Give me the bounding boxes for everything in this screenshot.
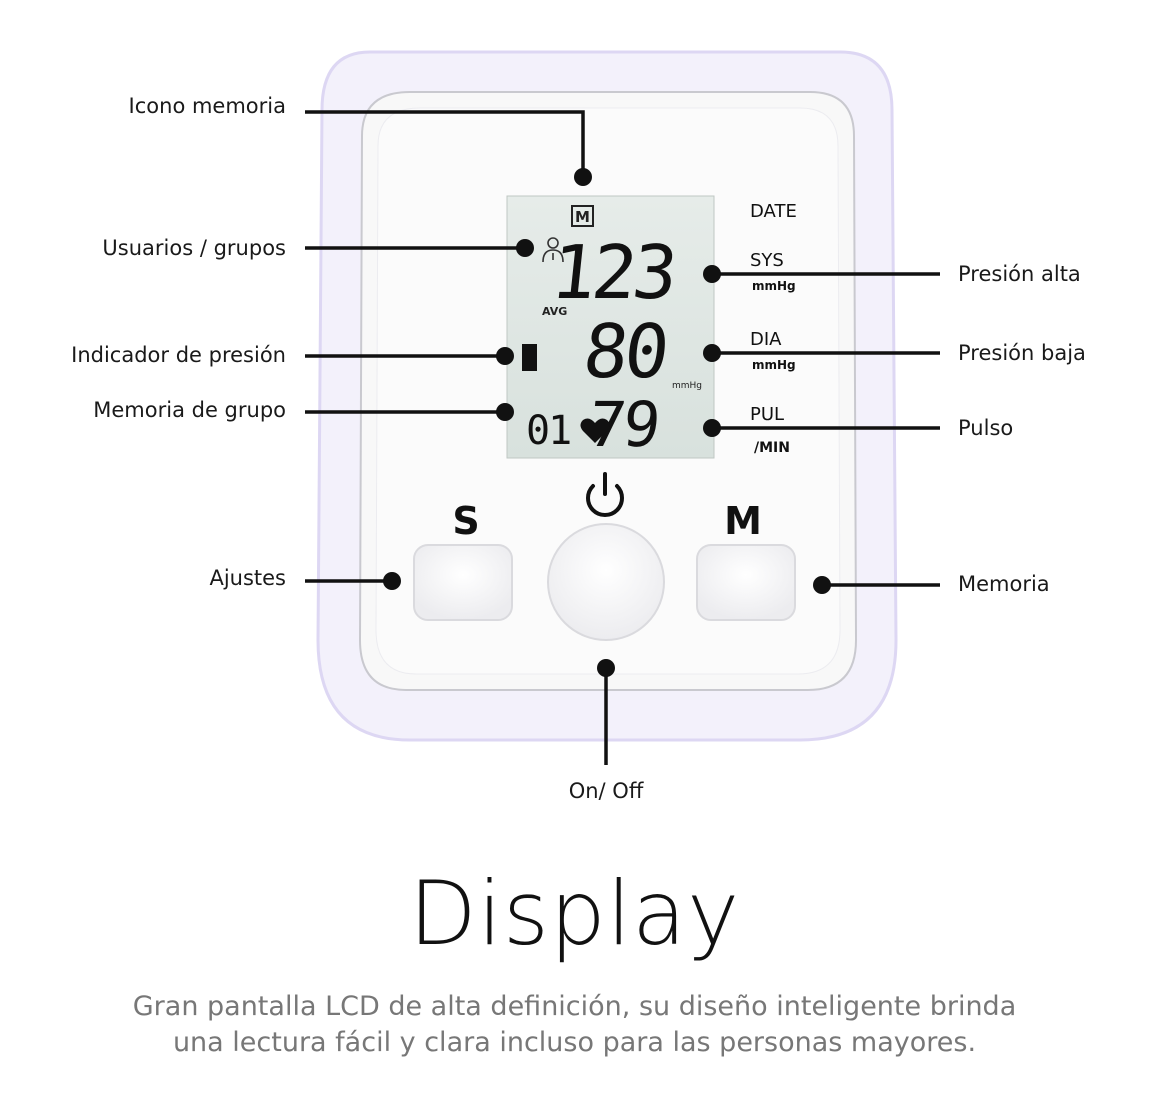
- callout-dots: [383, 168, 831, 677]
- sys-unit-label: mmHg: [752, 279, 796, 293]
- pul-label: PUL: [750, 404, 784, 425]
- dia-unit-label: mmHg: [752, 358, 796, 372]
- callout-presion-alta: Presión alta: [958, 262, 1081, 286]
- date-label: DATE: [750, 201, 797, 222]
- callout-memoria: Memoria: [958, 572, 1050, 596]
- heart-icon: [580, 418, 610, 443]
- pressure-indicator-bar: [522, 344, 537, 371]
- avg-indicator: AVG: [542, 305, 567, 318]
- callout-memoria-grupo: Memoria de grupo: [93, 398, 286, 422]
- callout-pulso: Pulso: [958, 416, 1014, 440]
- description-line-1: Gran pantalla LCD de alta definición, su…: [132, 991, 1017, 1022]
- sys-label: SYS: [750, 250, 784, 271]
- memory-badge: M: [575, 208, 590, 226]
- user-icon: [542, 237, 564, 263]
- callout-usuarios-grupos: Usuarios / grupos: [102, 236, 286, 260]
- callout-presion-baja: Presión baja: [958, 341, 1086, 365]
- callout-indicador-presion: Indicador de presión: [71, 343, 286, 367]
- callout-on-off: On/ Off: [568, 779, 644, 803]
- dia-label: DIA: [750, 329, 782, 350]
- m-button[interactable]: [696, 544, 796, 621]
- power-button[interactable]: [547, 523, 665, 641]
- device-illustration: M AVG 123 80 mmHg 79 01 DATE SYS mmHg DI…: [305, 50, 940, 765]
- callout-icono-memoria: Icono memoria: [128, 94, 286, 118]
- lcd-screen: [506, 195, 715, 459]
- page-heading: Display: [408, 862, 741, 965]
- m-button-label: M: [724, 499, 762, 543]
- description-line-2: una lectura fácil y clara incluso para l…: [172, 1027, 977, 1058]
- lcd-unit-mmhg: mmHg: [672, 381, 702, 391]
- callout-lines: [305, 110, 940, 765]
- systolic-readout: 123: [547, 230, 678, 316]
- memory-badge-frame: [571, 205, 594, 227]
- callout-ajustes: Ajustes: [209, 566, 286, 590]
- group-number: 01: [526, 408, 570, 454]
- s-button-label: S: [452, 499, 479, 543]
- pul-unit-label: /MIN: [754, 440, 790, 456]
- power-icon: [586, 472, 624, 518]
- diastolic-readout: 80: [579, 309, 669, 395]
- s-button[interactable]: [413, 544, 513, 621]
